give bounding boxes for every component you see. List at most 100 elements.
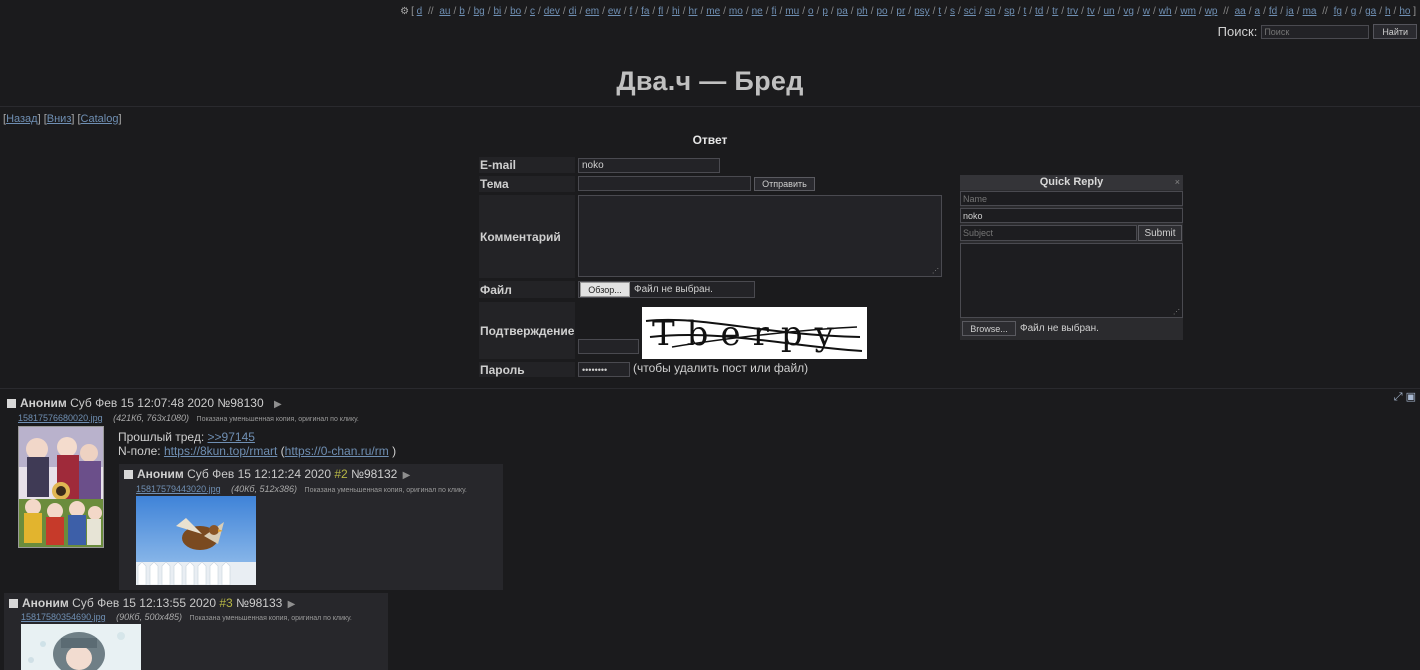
board-link-t[interactable]: t (1023, 6, 1027, 17)
post-checkbox[interactable] (9, 599, 18, 608)
board-link-ne[interactable]: ne (751, 6, 763, 17)
board-link-w[interactable]: w (1142, 6, 1150, 17)
board-link-sp[interactable]: sp (1004, 6, 1015, 17)
down-link[interactable]: Вниз (46, 113, 72, 125)
board-link-td[interactable]: td (1035, 6, 1044, 17)
board-link-trv[interactable]: trv (1067, 6, 1079, 17)
expand-images-icon[interactable]: ⤢ ▣ (1393, 391, 1416, 403)
catalog-link[interactable]: Catalog (80, 113, 119, 125)
board-link-fi[interactable]: fi (771, 6, 777, 17)
board-link-ho[interactable]: ho (1399, 6, 1411, 17)
reply-thumbnail[interactable] (136, 496, 256, 586)
board-link-dev[interactable]: dev (543, 6, 560, 17)
board-link-me[interactable]: me (706, 6, 721, 17)
post-number[interactable]: №98133 (236, 596, 283, 610)
board-link-tr[interactable]: tr (1052, 6, 1059, 17)
post-menu-arrow-icon[interactable]: ▶ (273, 399, 282, 410)
board-link-b[interactable]: b (459, 6, 465, 17)
board-link-mo[interactable]: mo (728, 6, 743, 17)
nav-separator: / (1344, 6, 1348, 17)
board-link-bg[interactable]: bg (473, 6, 485, 17)
board-link-p[interactable]: p (822, 6, 828, 17)
prev-thread-link[interactable]: >>97145 (207, 430, 255, 444)
file-input[interactable]: Обзор... Файл не выбран. (578, 281, 755, 298)
board-link-t[interactable]: t (938, 6, 942, 17)
board-link-sn[interactable]: sn (984, 6, 996, 17)
post-checkbox[interactable] (7, 399, 16, 408)
op-thumbnail[interactable] (18, 426, 104, 548)
nav-separator: / (957, 6, 961, 17)
board-link-em[interactable]: em (585, 6, 600, 17)
board-link-mu[interactable]: mu (785, 6, 800, 17)
settings-gear-icon[interactable]: ⚙ (400, 6, 410, 17)
board-link-g[interactable]: g (1350, 6, 1357, 17)
board-link-o[interactable]: o (807, 6, 814, 17)
board-link-vg[interactable]: vg (1123, 6, 1134, 17)
board-link-hr[interactable]: hr (688, 6, 698, 17)
board-link-fd[interactable]: fd (1268, 6, 1278, 17)
board-link-psy[interactable]: psy (914, 6, 930, 17)
qr-name-input[interactable] (960, 191, 1183, 206)
qr-subject-input[interactable] (960, 225, 1137, 241)
board-link-wp[interactable]: wp (1204, 6, 1218, 17)
post-number[interactable]: №98130 (217, 396, 264, 410)
board-link-fa[interactable]: fa (641, 6, 650, 17)
board-link-un[interactable]: un (1103, 6, 1115, 17)
qr-email-input[interactable] (960, 208, 1183, 223)
back-link[interactable]: Назад (6, 113, 38, 125)
board-link-h[interactable]: h (1384, 6, 1391, 17)
board-link-ga[interactable]: ga (1365, 6, 1377, 17)
board-link-aa[interactable]: aa (1234, 6, 1246, 17)
board-link-wm[interactable]: wm (1180, 6, 1196, 17)
close-icon[interactable]: × (1174, 177, 1180, 187)
board-link-hi[interactable]: hi (671, 6, 680, 17)
board-link-sci[interactable]: sci (963, 6, 976, 17)
password-field[interactable] (578, 362, 630, 377)
captcha-input[interactable] (578, 339, 639, 354)
board-link-a[interactable]: a (1254, 6, 1261, 17)
post-menu-arrow-icon[interactable]: ▶ (287, 599, 296, 610)
subject-field[interactable] (578, 176, 751, 191)
reply-thumbnail[interactable] (21, 624, 141, 670)
board-link-pa[interactable]: pa (836, 6, 848, 17)
board-link-au[interactable]: au (439, 6, 451, 17)
board-link-pr[interactable]: pr (896, 6, 906, 17)
qr-submit-button[interactable]: Submit (1138, 225, 1182, 241)
board-link-fl[interactable]: fl (658, 6, 664, 17)
submit-button[interactable]: Отправить (754, 177, 815, 191)
board-link-ja[interactable]: ja (1285, 6, 1294, 17)
board-link-d[interactable]: d (416, 6, 423, 17)
qr-comment-textarea[interactable]: ⋰ (960, 243, 1183, 318)
board-link-ew[interactable]: ew (607, 6, 621, 17)
board-link-tv[interactable]: tv (1086, 6, 1095, 17)
npole-link-2[interactable]: https://0-chan.ru/rm (284, 444, 389, 458)
qr-browse-button[interactable]: Browse... (962, 321, 1016, 336)
file-link[interactable]: 15817579443020.jpg (136, 484, 221, 494)
search-input[interactable] (1261, 24, 1370, 39)
email-field[interactable] (578, 158, 720, 173)
board-link-c[interactable]: c (529, 6, 535, 17)
comment-textarea[interactable]: ⋰ (578, 195, 942, 277)
file-link[interactable]: 15817580354690.jpg (21, 612, 106, 622)
board-link-fg[interactable]: fg (1333, 6, 1342, 17)
board-link-ph[interactable]: ph (856, 6, 868, 17)
search-button[interactable]: Найти (1373, 24, 1417, 39)
resize-grip-icon[interactable]: ⋰ (1173, 309, 1180, 316)
quick-reply-title[interactable]: Quick Reply (960, 175, 1183, 190)
board-link-bi[interactable]: bi (493, 6, 502, 17)
post-checkbox[interactable] (124, 470, 133, 479)
post-number[interactable]: №98132 (351, 467, 398, 481)
board-link-f[interactable]: f (629, 6, 633, 17)
resize-grip-icon[interactable]: ⋰ (932, 268, 939, 275)
board-link-s[interactable]: s (949, 6, 955, 17)
board-link-wh[interactable]: wh (1158, 6, 1172, 17)
board-link-di[interactable]: di (568, 6, 577, 17)
board-link-po[interactable]: po (876, 6, 888, 17)
browse-button[interactable]: Обзор... (580, 282, 630, 297)
qr-no-file-text: Файл не выбран. (1020, 323, 1099, 334)
file-link[interactable]: 15817576680020.jpg (18, 413, 103, 423)
board-link-ma[interactable]: ma (1302, 6, 1317, 17)
board-link-bo[interactable]: bo (510, 6, 522, 17)
post-menu-arrow-icon[interactable]: ▶ (402, 470, 411, 481)
npole-link-1[interactable]: https://8kun.top/rmart (163, 444, 278, 458)
